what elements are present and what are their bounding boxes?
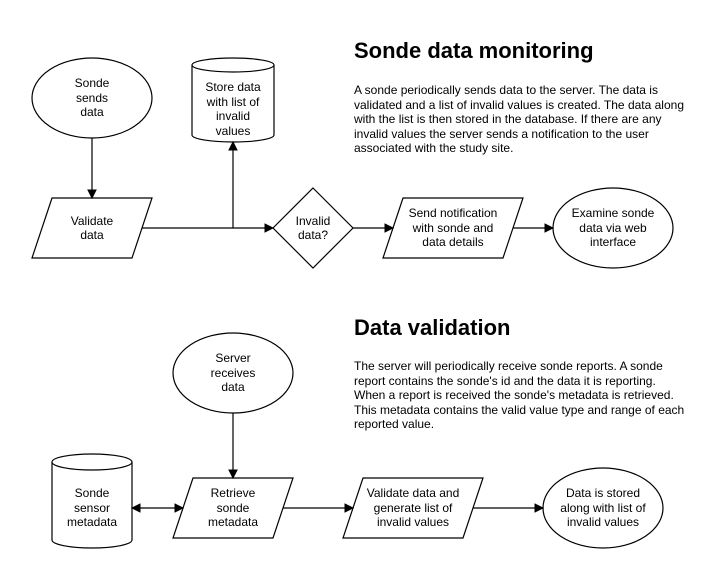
sensor-metadata-node[interactable] [51,453,133,549]
invalid-data-decision[interactable] [272,187,354,269]
section1-description: A sonde periodically sends data to the s… [354,83,684,156]
section1-title: Sonde data monitoring [354,38,594,63]
invalid-data-label: Invalid data? [295,213,331,243]
edge-retrieve-to-validate [283,503,355,513]
edge-branch-to-store [228,140,238,228]
validate-data-label: Validate data [70,213,114,243]
validate-data-node[interactable] [31,197,153,259]
edge-validate-to-decision [142,223,275,233]
edge-decision-to-notify [353,223,395,233]
store-data-label: Store data with list of invalid values [205,80,261,138]
data-stored-label: Data is stored along with list of invali… [560,486,646,530]
edge-metadata-retrieve-bidirectional [130,503,185,513]
validate-generate-label: Validate data and generate list of inval… [366,486,460,530]
edge-server-to-retrieve [228,413,238,480]
sensor-metadata-label: Sonde sensor metadata [66,486,118,530]
section2-description: The server will periodically receive son… [354,359,685,432]
edge-validate-to-stored [473,503,545,513]
sonde-sends-label: Sonde sends data [74,76,110,120]
edge-notify-to-examine [513,223,555,233]
edge-sonde-to-validate [87,138,97,200]
retrieve-metadata-node[interactable] [172,477,294,539]
retrieve-metadata-label: Retrieve sonde metadata [207,486,259,530]
section2-title: Data validation [354,315,511,340]
server-receives-label: Server receives data [210,351,256,395]
examine-data-label: Examine sonde data via web interface [571,206,655,250]
validate-generate-node[interactable] [342,477,484,539]
send-notification-node[interactable] [382,197,524,259]
send-notification-label: Send notification with sonde and data de… [408,206,498,250]
